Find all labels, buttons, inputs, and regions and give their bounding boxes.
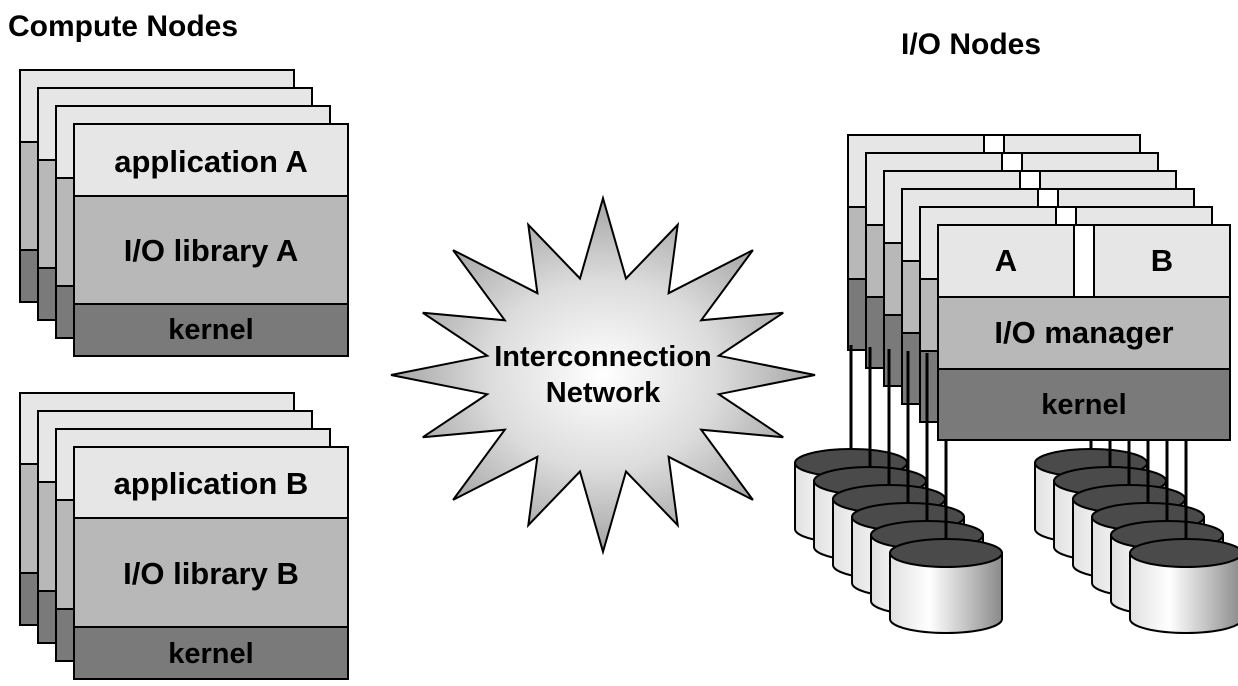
- disk-right-6: [1129, 538, 1238, 634]
- application-a-label: application A: [114, 144, 307, 179]
- slot-a-label: A: [995, 243, 1017, 278]
- application-b-label: application B: [114, 466, 309, 501]
- io-library-b-label: I/O library B: [123, 556, 299, 591]
- application-layer-b: [73, 446, 349, 519]
- io-manager-label: I/O manager: [994, 315, 1173, 350]
- io-kernel-label: kernel: [1041, 389, 1126, 421]
- kernel-layer-b: [73, 626, 349, 680]
- kernel-layer-a: [73, 303, 349, 357]
- io-library-layer-a: [73, 195, 349, 305]
- disk-left-6: [889, 538, 1003, 634]
- disk-body: [1129, 552, 1238, 634]
- slot-b-label: B: [1151, 243, 1173, 278]
- io-kernel-layer: [937, 368, 1231, 441]
- kernel-b-label: kernel: [168, 638, 253, 670]
- io-manager-layer: [937, 296, 1231, 370]
- compute-nodes-title: Compute Nodes: [8, 10, 239, 43]
- kernel-a-label: kernel: [168, 314, 253, 346]
- io-library-layer-b: [73, 517, 349, 628]
- disk-arrays: [794, 345, 1238, 634]
- io-library-a-label: I/O library A: [124, 233, 299, 268]
- io-nodes-title: I/O Nodes: [901, 28, 1042, 61]
- interconnection-network-burst: [390, 194, 816, 556]
- disk-top: [889, 538, 1003, 568]
- application-layer-a: [73, 123, 349, 197]
- compute-node-b: application B I/O library B kernel: [73, 446, 349, 680]
- disk-top: [1129, 538, 1238, 568]
- io-node-front: A B I/O manager kernel: [937, 224, 1231, 441]
- disk-body: [889, 552, 1003, 634]
- compute-node-a: application A I/O library A kernel: [73, 123, 349, 357]
- slot-a-box: [937, 224, 1075, 298]
- network-label-line2: Network: [546, 377, 661, 409]
- network-label-line1: Interconnection: [494, 341, 712, 373]
